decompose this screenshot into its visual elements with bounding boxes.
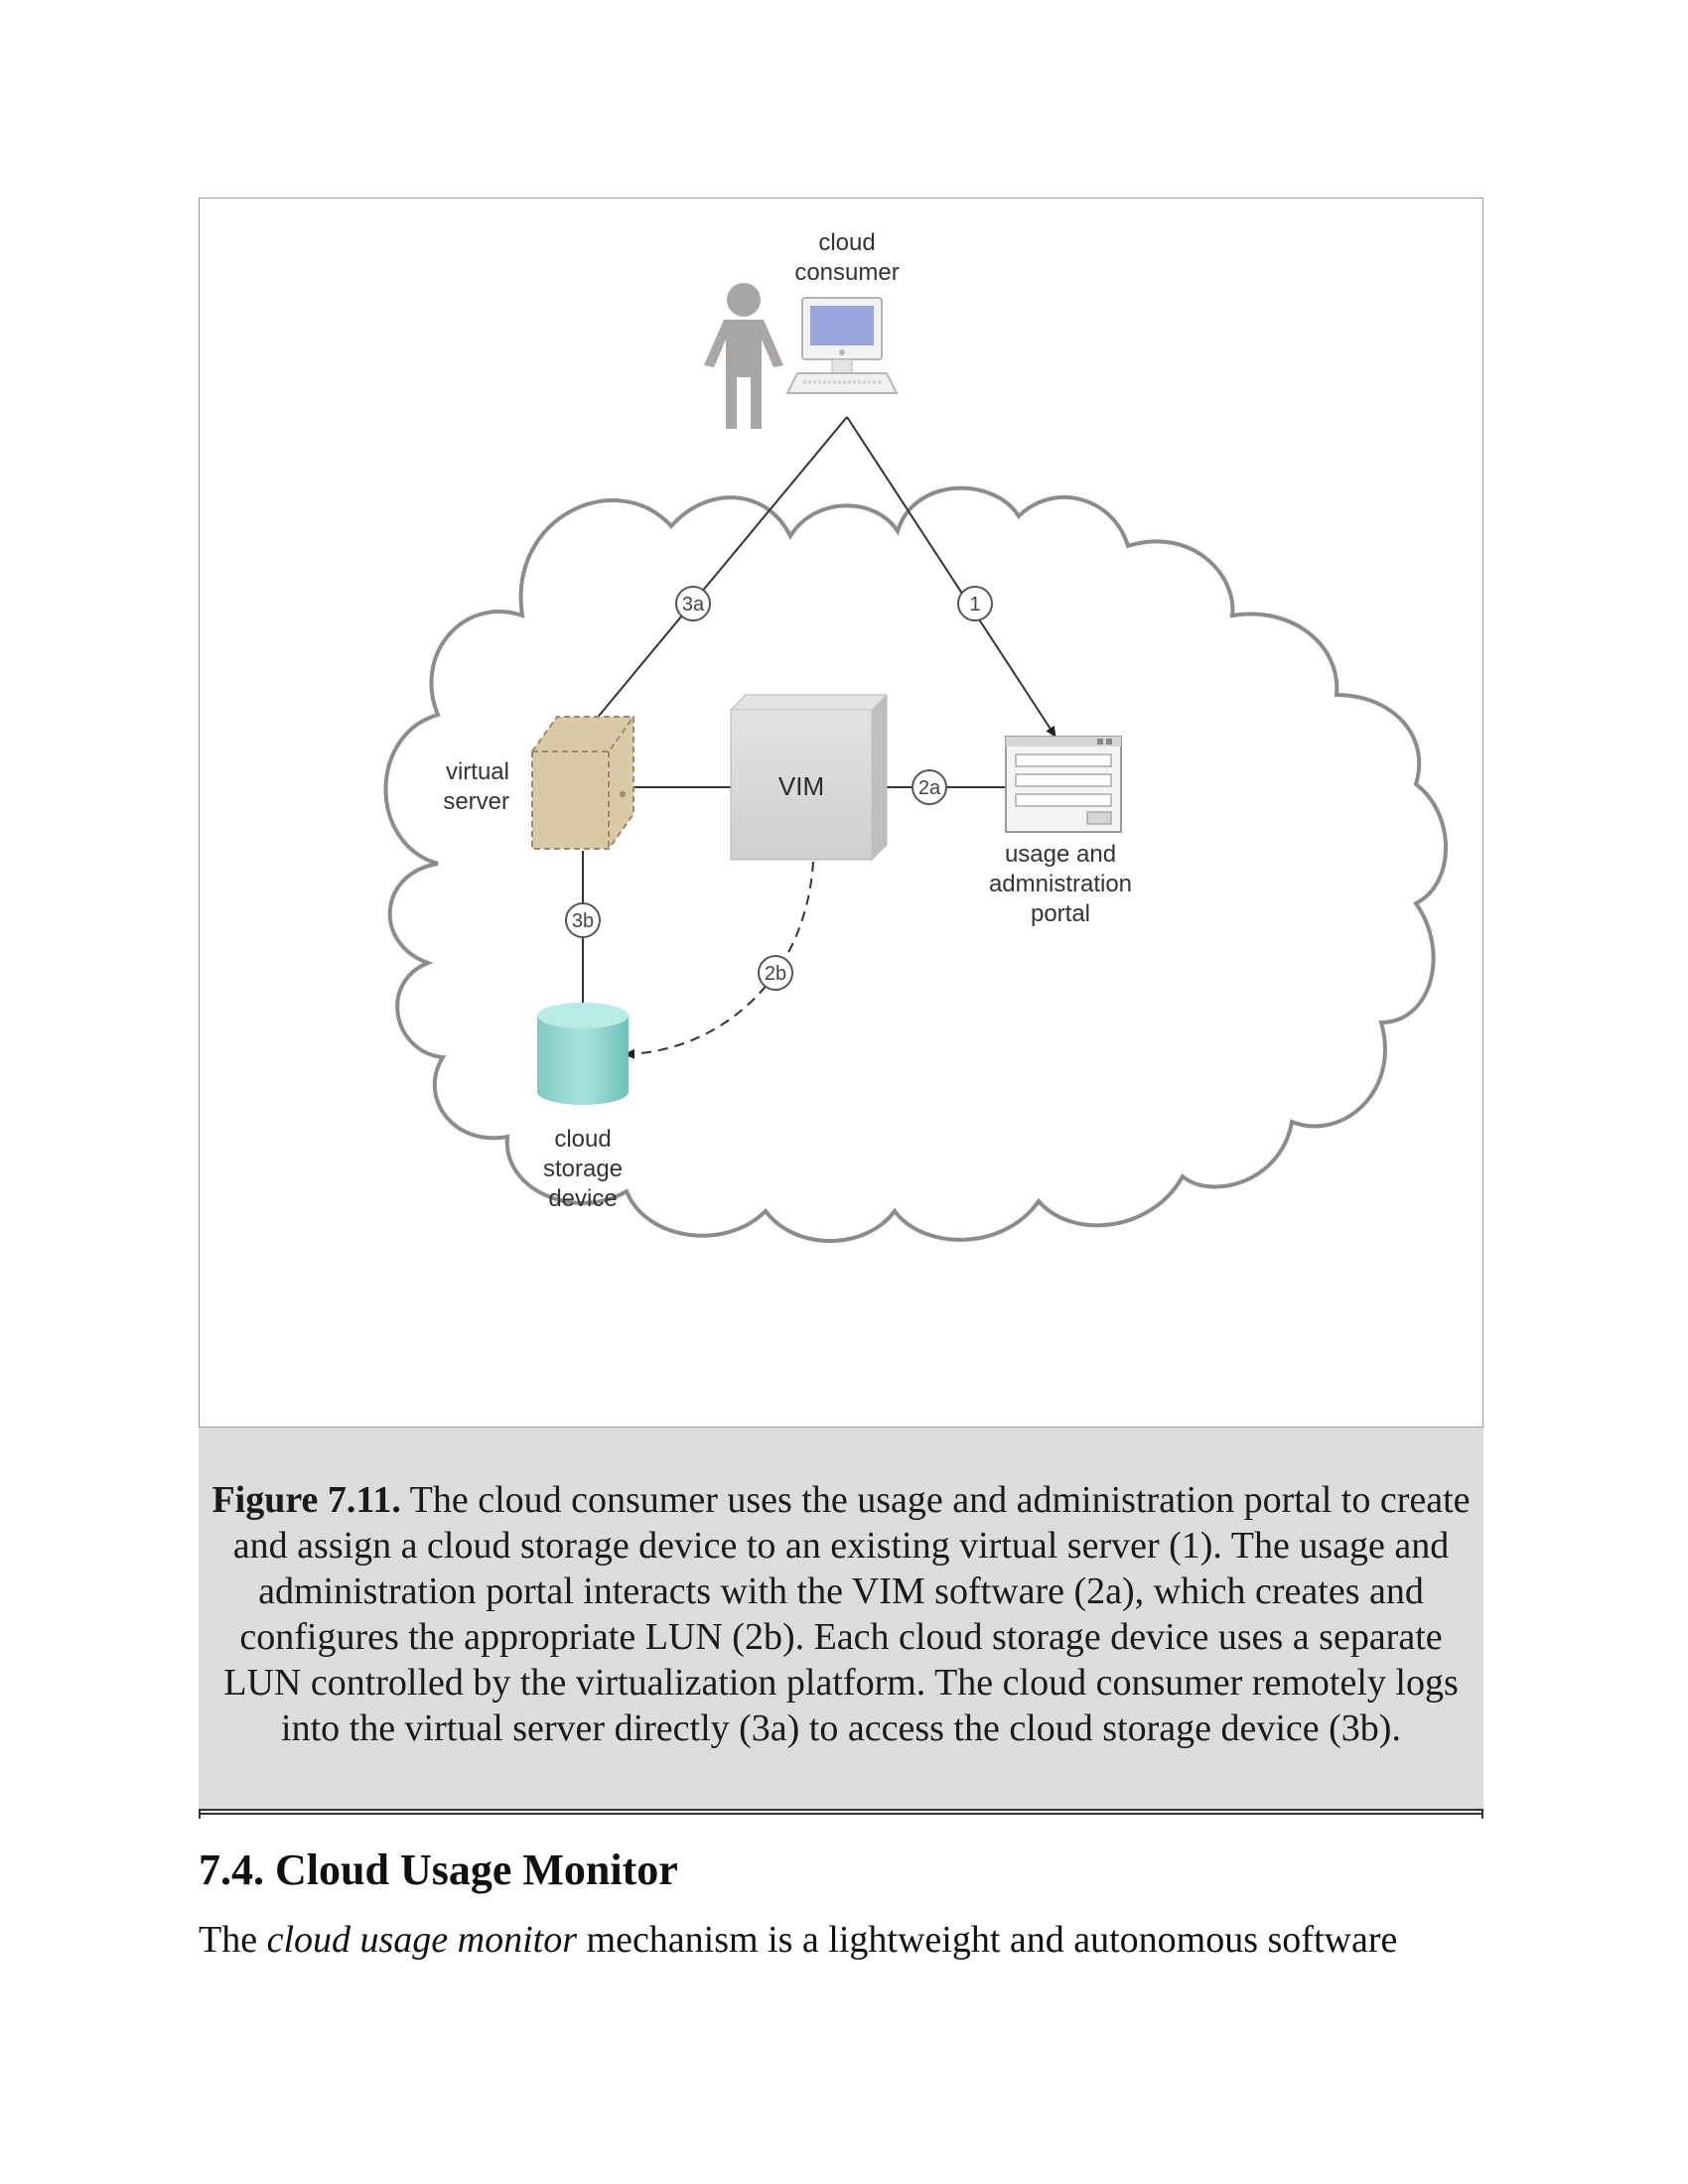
cloud-storage-icon <box>537 1003 629 1105</box>
consumer-label-1: cloud <box>818 229 875 256</box>
svg-text:3a: 3a <box>682 594 705 615</box>
svg-text:2b: 2b <box>765 963 786 985</box>
person-icon <box>704 283 783 429</box>
para-start: The <box>199 1919 267 1961</box>
figure-label: Figure 7.11. <box>211 1479 401 1521</box>
step-badge-1: 1 <box>957 586 993 621</box>
vim-label: VIM <box>778 771 824 801</box>
svg-text:2a: 2a <box>918 777 941 799</box>
figure-7-11: cloud consumer virtual server VIM <box>199 198 1483 1428</box>
para-term: cloud usage monitor <box>266 1919 578 1961</box>
cloud-boundary <box>383 485 1448 1243</box>
consumer-label-2: consumer <box>794 259 899 286</box>
svg-text:3b: 3b <box>572 910 594 932</box>
virtual-server-label-1: virtual <box>446 758 509 785</box>
arrow-1 <box>846 416 1056 738</box>
step-badge-2a: 2a <box>912 769 947 805</box>
computer-icon <box>785 297 899 394</box>
portal-label-2: admnistration <box>989 871 1132 897</box>
figure-caption: Figure 7.11. The cloud consumer uses the… <box>199 1428 1483 1809</box>
step-badge-2b: 2b <box>758 955 793 991</box>
portal-label-3: portal <box>1031 900 1090 927</box>
portal-window-icon <box>1005 736 1122 833</box>
diagram: cloud consumer virtual server VIM <box>383 229 1448 1243</box>
storage-label-3: device <box>548 1185 617 1212</box>
storage-label-1: cloud <box>554 1126 611 1153</box>
portal-label-1: usage and <box>1005 841 1116 868</box>
arrow-3a <box>584 416 848 734</box>
storage-label-2: storage <box>543 1156 623 1182</box>
arrow-2b <box>624 861 814 1059</box>
caption-text: The cloud consumer uses the usage and ad… <box>223 1479 1471 1749</box>
step-badge-3a: 3a <box>675 586 711 621</box>
section-heading: 7.4. Cloud Usage Monitor <box>199 1845 678 1894</box>
body-paragraph: The cloud usage monitor mechanism is a l… <box>199 1918 1509 1962</box>
caption-divider <box>199 1809 1483 1819</box>
para-rest: mechanism is a lightweight and autonomou… <box>577 1919 1398 1961</box>
step-badge-3b: 3b <box>565 902 601 938</box>
vim-box <box>730 694 888 861</box>
virtual-server-icon <box>531 716 634 850</box>
virtual-server-label-2: server <box>443 788 509 815</box>
svg-text:1: 1 <box>969 594 980 615</box>
